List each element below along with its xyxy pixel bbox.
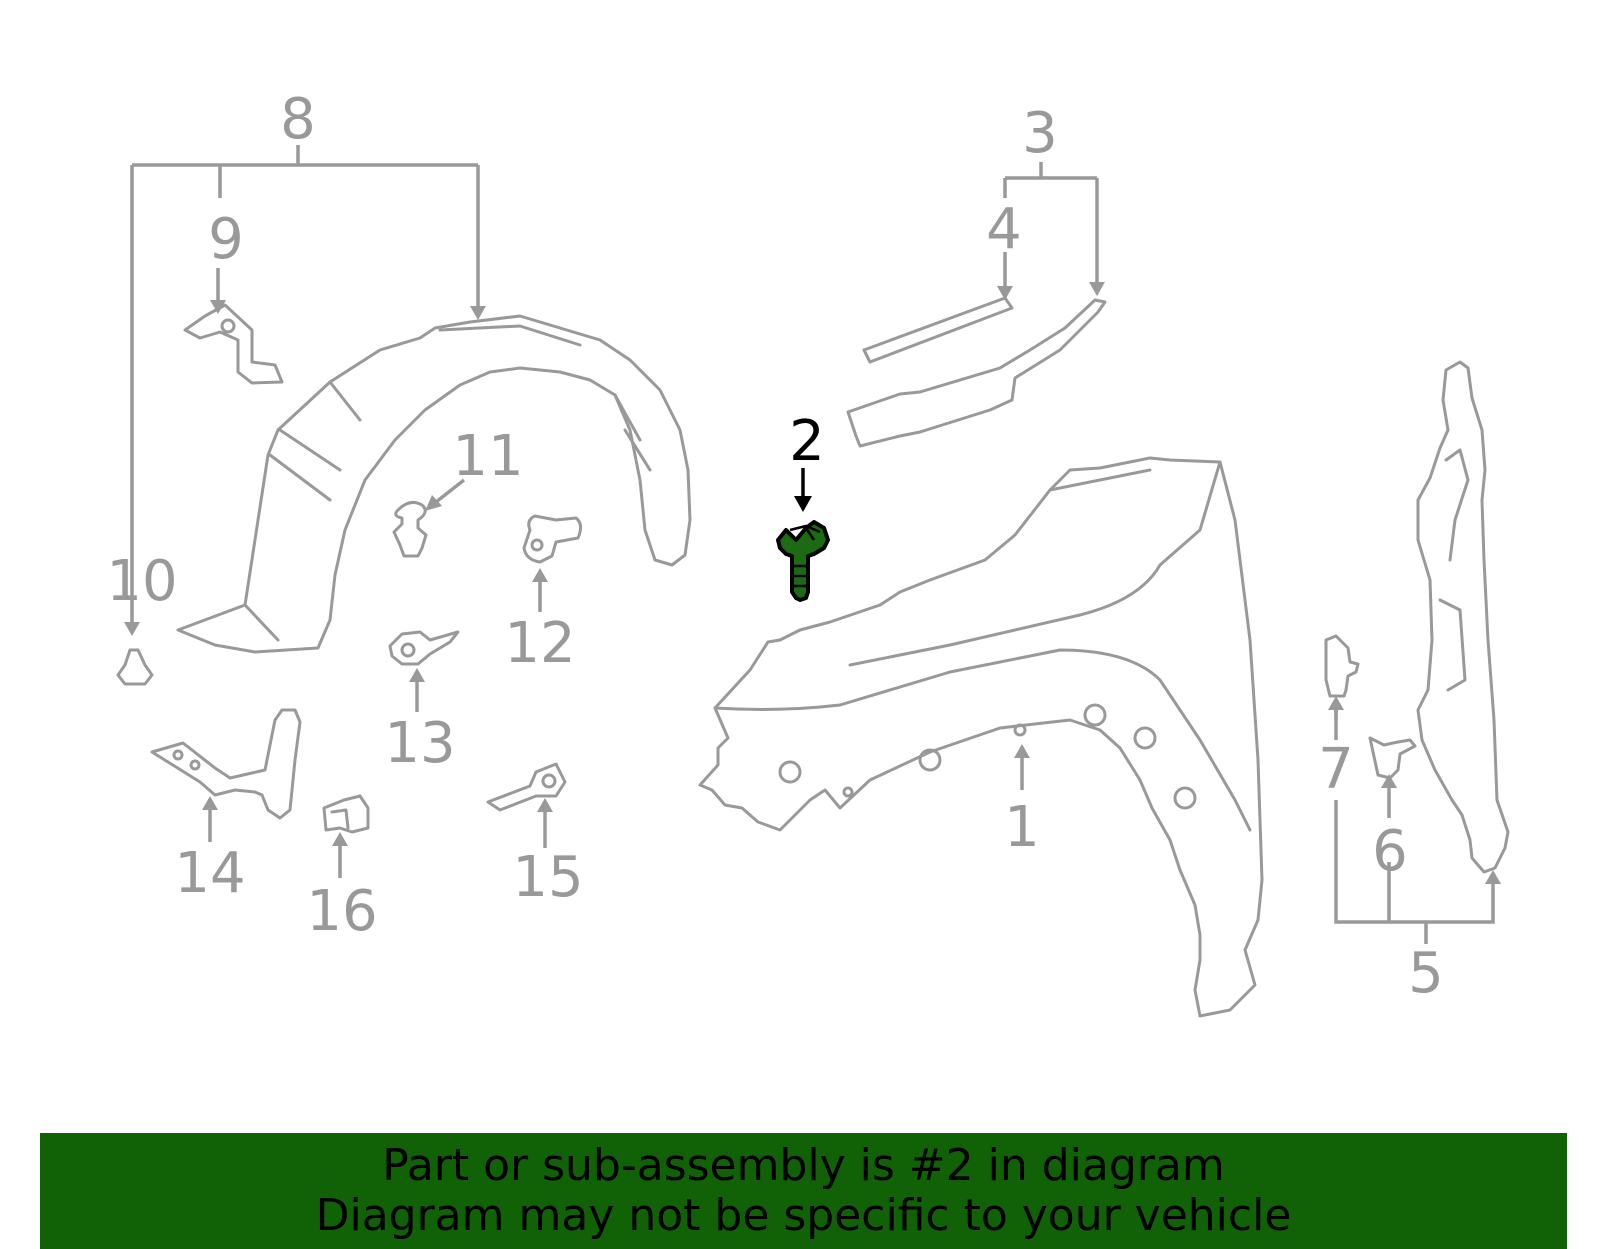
callout-11: 11: [452, 424, 523, 489]
part-10-clip[interactable]: [116, 648, 154, 686]
callout-3: 3: [1022, 101, 1058, 166]
leader-16: [332, 832, 348, 878]
leader-7: [1328, 696, 1344, 740]
leader-6: [1381, 774, 1397, 818]
part-9-bracket[interactable]: [183, 303, 284, 385]
part-1-fender[interactable]: [698, 456, 1264, 1018]
callout-6: 6: [1372, 819, 1408, 884]
leader-14: [202, 796, 218, 842]
callout-8: 8: [280, 87, 316, 152]
callout-14: 14: [174, 841, 245, 906]
part-3-extension[interactable]: [846, 298, 1107, 448]
part-16-clip-nut[interactable]: [322, 794, 370, 834]
callout-1: 1: [1004, 795, 1040, 860]
callout-9: 9: [208, 207, 244, 272]
leader-4: [997, 252, 1013, 300]
group-bracket-5: [1334, 706, 1501, 944]
part-4-seal[interactable]: [862, 296, 1014, 364]
leader-12: [532, 568, 548, 612]
part-13-screw[interactable]: [388, 630, 460, 666]
callout-16: 16: [306, 879, 377, 944]
part-2-bolt-highlighted[interactable]: [776, 520, 830, 602]
info-banner: Part or sub-assembly is #2 in diagram Di…: [40, 1133, 1567, 1249]
callout-10: 10: [106, 549, 177, 614]
part-12-nut[interactable]: [522, 514, 583, 564]
callout-12: 12: [504, 611, 575, 676]
callout-2: 2: [789, 409, 825, 474]
callout-15: 15: [512, 845, 583, 910]
banner-line-part: Part or sub-assembly is #2 in diagram: [382, 1140, 1225, 1191]
leader-2: [794, 468, 812, 512]
leader-11: [425, 478, 466, 511]
callout-13: 13: [384, 711, 455, 776]
part-8-fender-liner[interactable]: [176, 314, 692, 654]
leader-15: [537, 798, 553, 848]
part-15-bolt[interactable]: [486, 762, 567, 812]
group-bracket-8: [124, 145, 486, 636]
group-bracket-3: [1003, 162, 1105, 296]
banner-line-disclaimer: Diagram may not be specific to your vehi…: [315, 1190, 1292, 1241]
part-6-clip[interactable]: [1368, 736, 1417, 780]
leader-1: [1014, 744, 1030, 790]
part-7-retainer[interactable]: [1324, 634, 1360, 698]
leader-13: [409, 668, 425, 712]
leader-9: [210, 268, 226, 314]
part-11-push-clip[interactable]: [392, 500, 428, 558]
callout-5: 5: [1408, 941, 1444, 1006]
part-5-seal-panel[interactable]: [1416, 360, 1510, 874]
callout-4: 4: [986, 197, 1022, 262]
part-14-bracket[interactable]: [150, 708, 302, 820]
callout-7: 7: [1318, 737, 1354, 802]
